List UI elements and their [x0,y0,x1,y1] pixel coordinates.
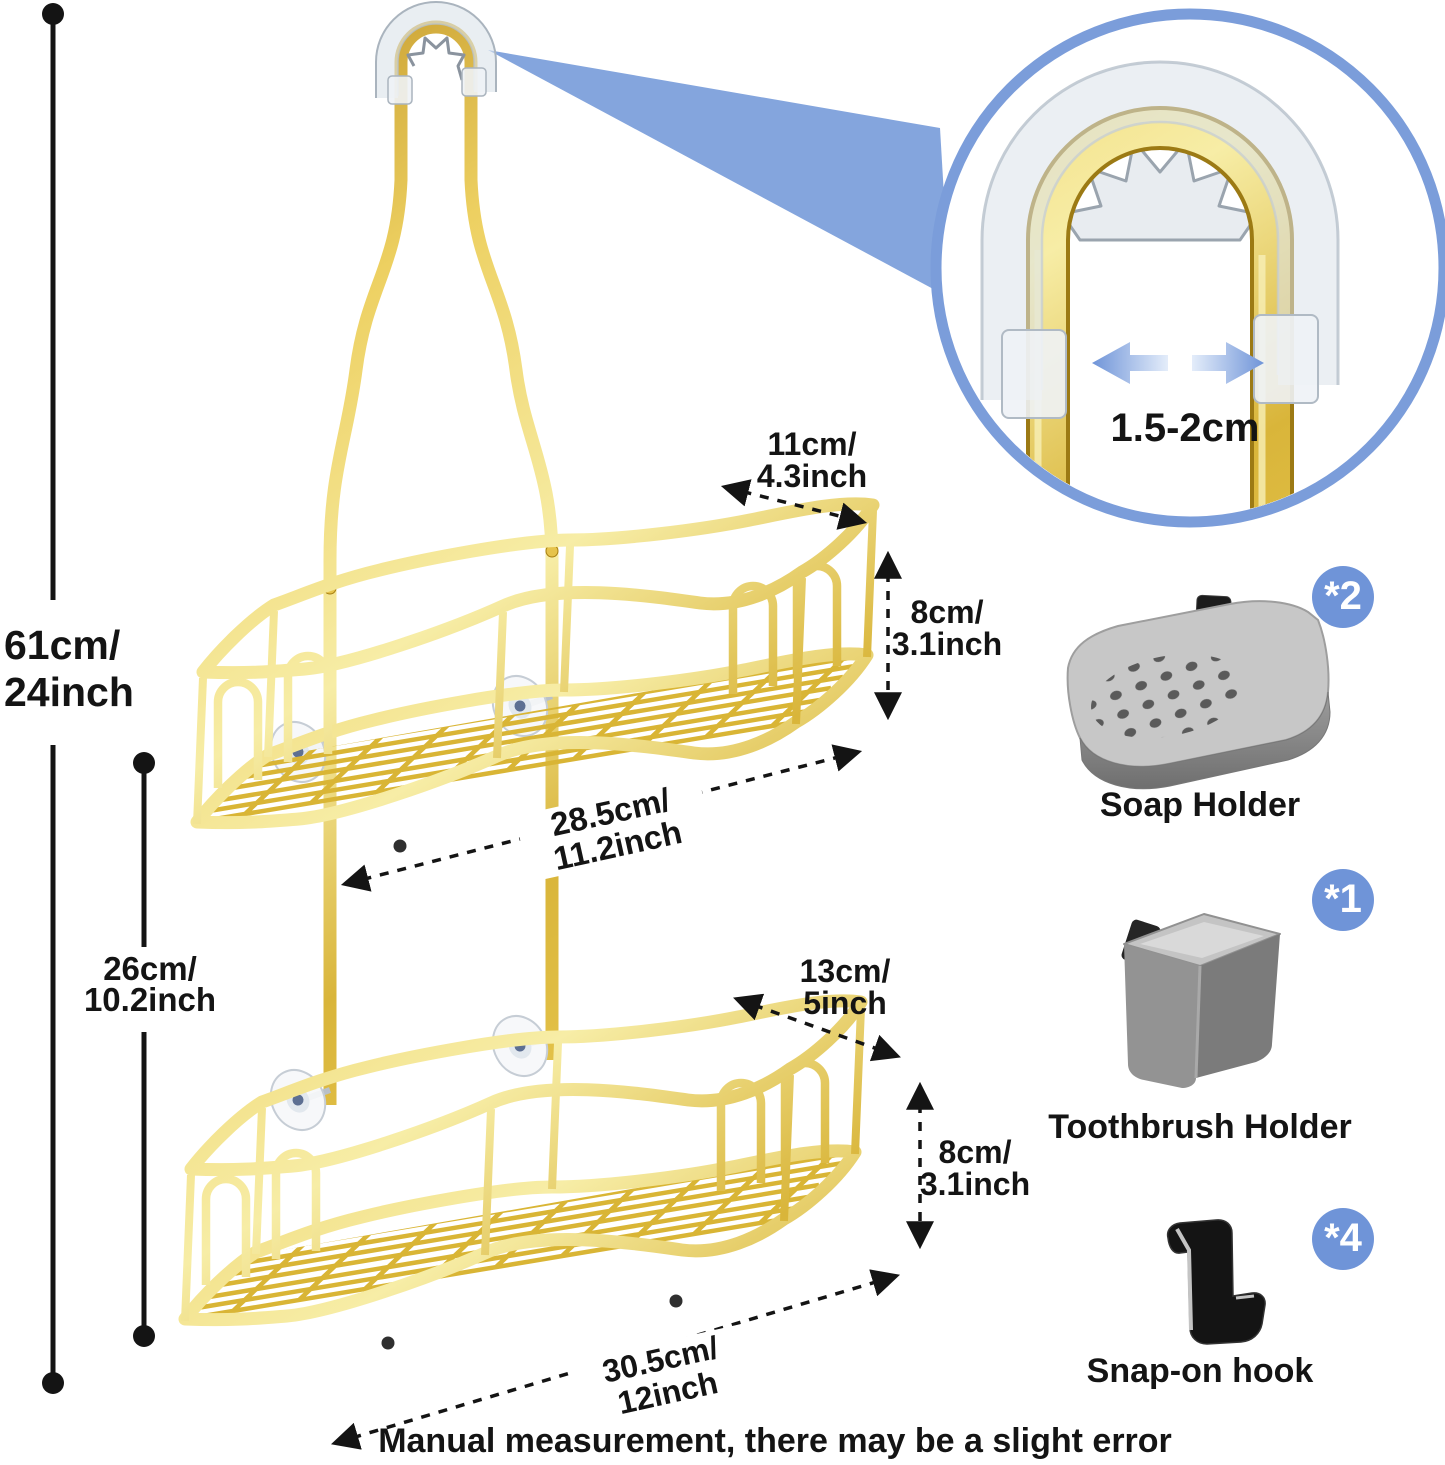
dim-hook-clamp-range: 1.5-2cm [1110,406,1260,450]
callout-wedge [488,50,950,298]
dim-overall-height: 61cm/ 24inch [4,622,134,715]
hook-teeth-icon [406,36,466,81]
dim-bottom-depth: 13cm/ 5inch [799,953,891,1021]
basket-hoops [213,561,842,788]
snap-on-hook-label: Snap-on hook [1086,1352,1314,1390]
measure-line-61cm [42,3,64,1394]
arrow-top-depth [720,479,868,530]
expand-arrow-left-icon [1092,342,1168,384]
hook-zoom-inset [930,8,1445,528]
measurement-disclaimer: Manual measurement, there may be a sligh… [378,1422,1172,1460]
hook-gold-tube-zoomed [1030,110,1290,516]
snap-on-hook-qty-badge: *4 [1312,1208,1374,1270]
toothbrush-holder-qty-badge: *1 [1312,869,1374,931]
top-basket [197,504,873,853]
suction-cups [259,665,559,1141]
hook-clear-cap-zoomed [982,62,1338,400]
soap-holder-qty-badge: *2 [1312,566,1374,628]
soap-holder-image [1066,594,1331,790]
dim-bottom-height: 8cm/ 3.1inch [919,1134,1031,1202]
soap-holder-label: Soap Holder [1099,786,1301,824]
snap-on-hook-image [1166,1219,1266,1345]
hanging-frame-wires [323,20,559,1105]
hook-clear-cap [375,1,497,105]
expand-arrow-right-icon [1192,342,1264,384]
measure-line-26cm [133,752,155,1347]
dim-tier-gap: 26cm/ 10.2inch [83,950,217,1018]
dim-top-depth: 11cm/ 4.3inch [756,426,868,494]
toothbrush-holder-image [1121,913,1281,1088]
dim-top-height: 8cm/ 3.1inch [891,594,1003,662]
toothbrush-holder-label: Toothbrush Holder [1048,1108,1352,1146]
